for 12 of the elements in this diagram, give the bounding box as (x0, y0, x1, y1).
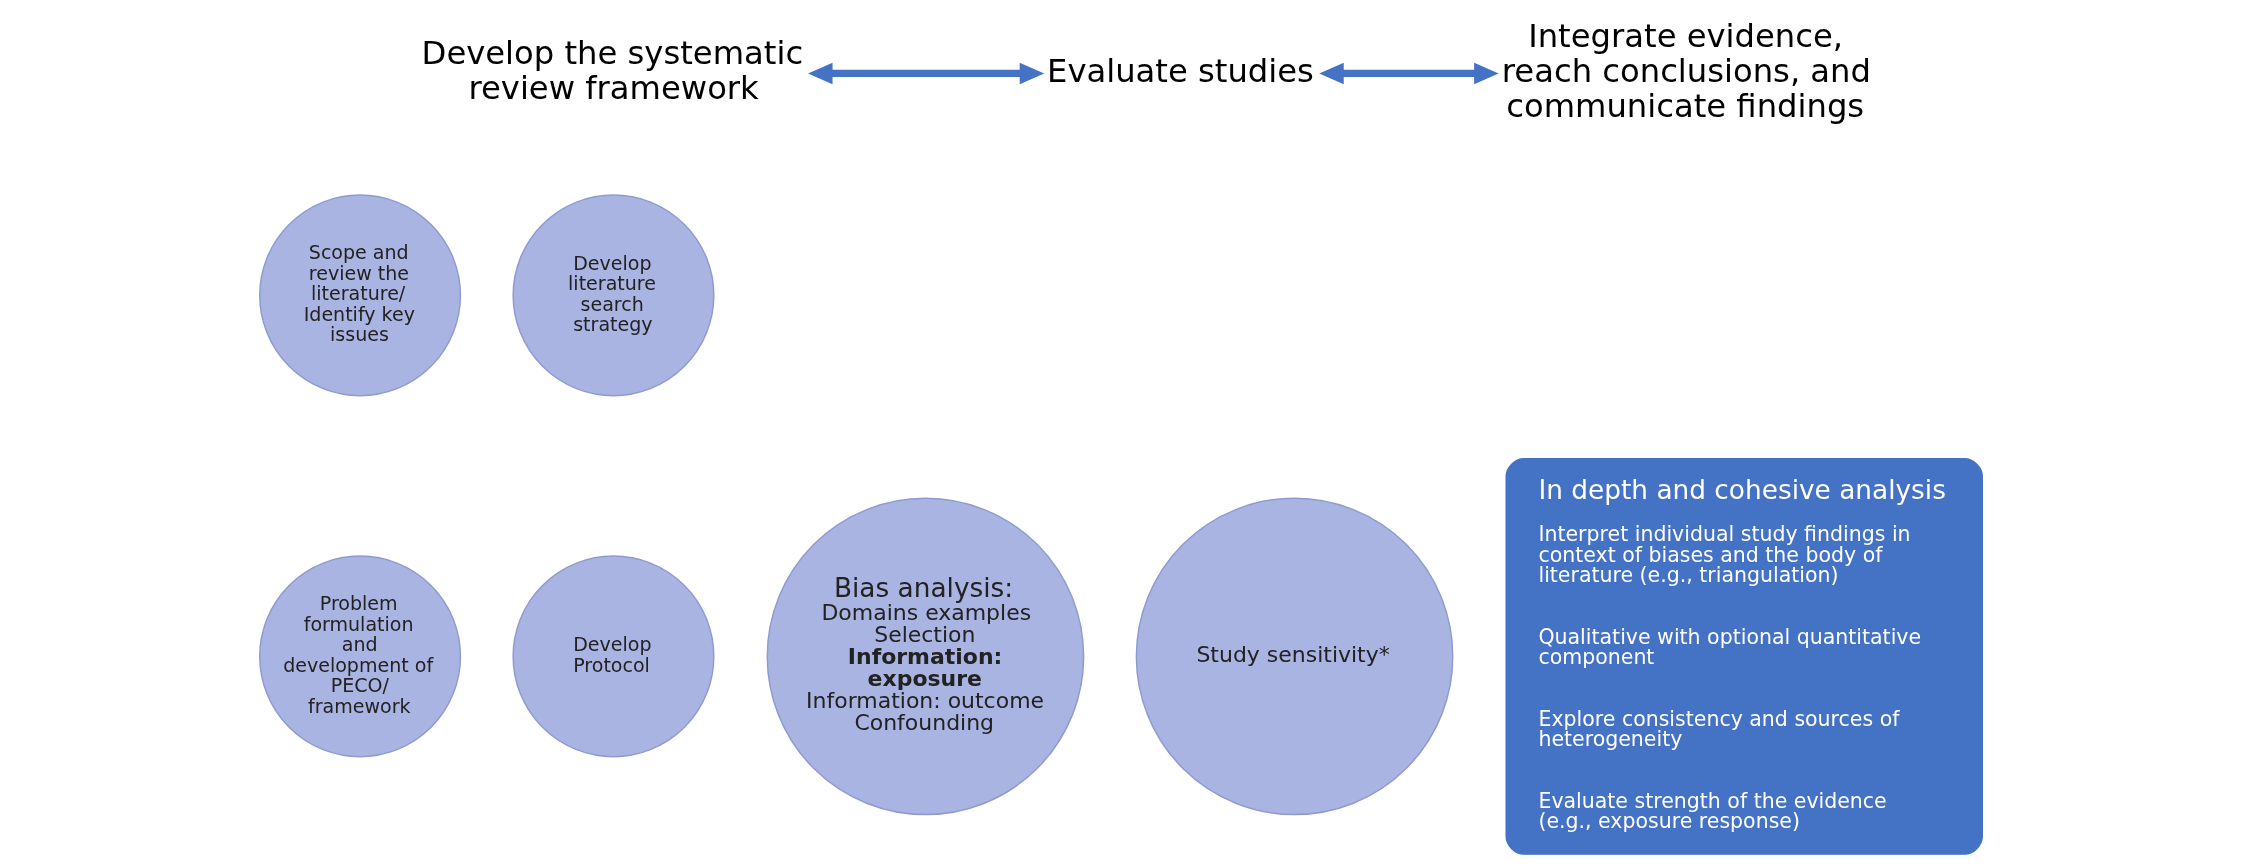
arrow (807, 62, 1044, 84)
node-text: Develop the systematic review framework (421, 33, 803, 107)
node-circle: Scope and review the literature/ Identify key issues (258, 193, 461, 396)
node-circle: Study sensitivity* (1135, 497, 1453, 815)
node-circle: Problem formulation and development of PECO/ framework (258, 554, 461, 757)
node-circle: Develop literature search strategy (511, 193, 715, 396)
node-circle: Bias analysis: Domains examples Selection Information: exposure Information: outcome Confounding (766, 497, 1084, 815)
node-text: Evaluate studies (1046, 51, 1314, 90)
node-circle: Develop Protocol (511, 554, 715, 757)
node-text: Integrate evidence, reach conclusions, and communicate findings (1501, 16, 1871, 125)
arrow (1318, 62, 1499, 84)
node-box: In depth and cohesive analysis Interpret individual study findings in context of biases and the body of literature (e.g., triangulation) Qualitative with optional quantitative component Explore consistency and sources of heterogeneity Evaluate strength of the evidence (e.g., exposure response) (1505, 457, 1983, 855)
